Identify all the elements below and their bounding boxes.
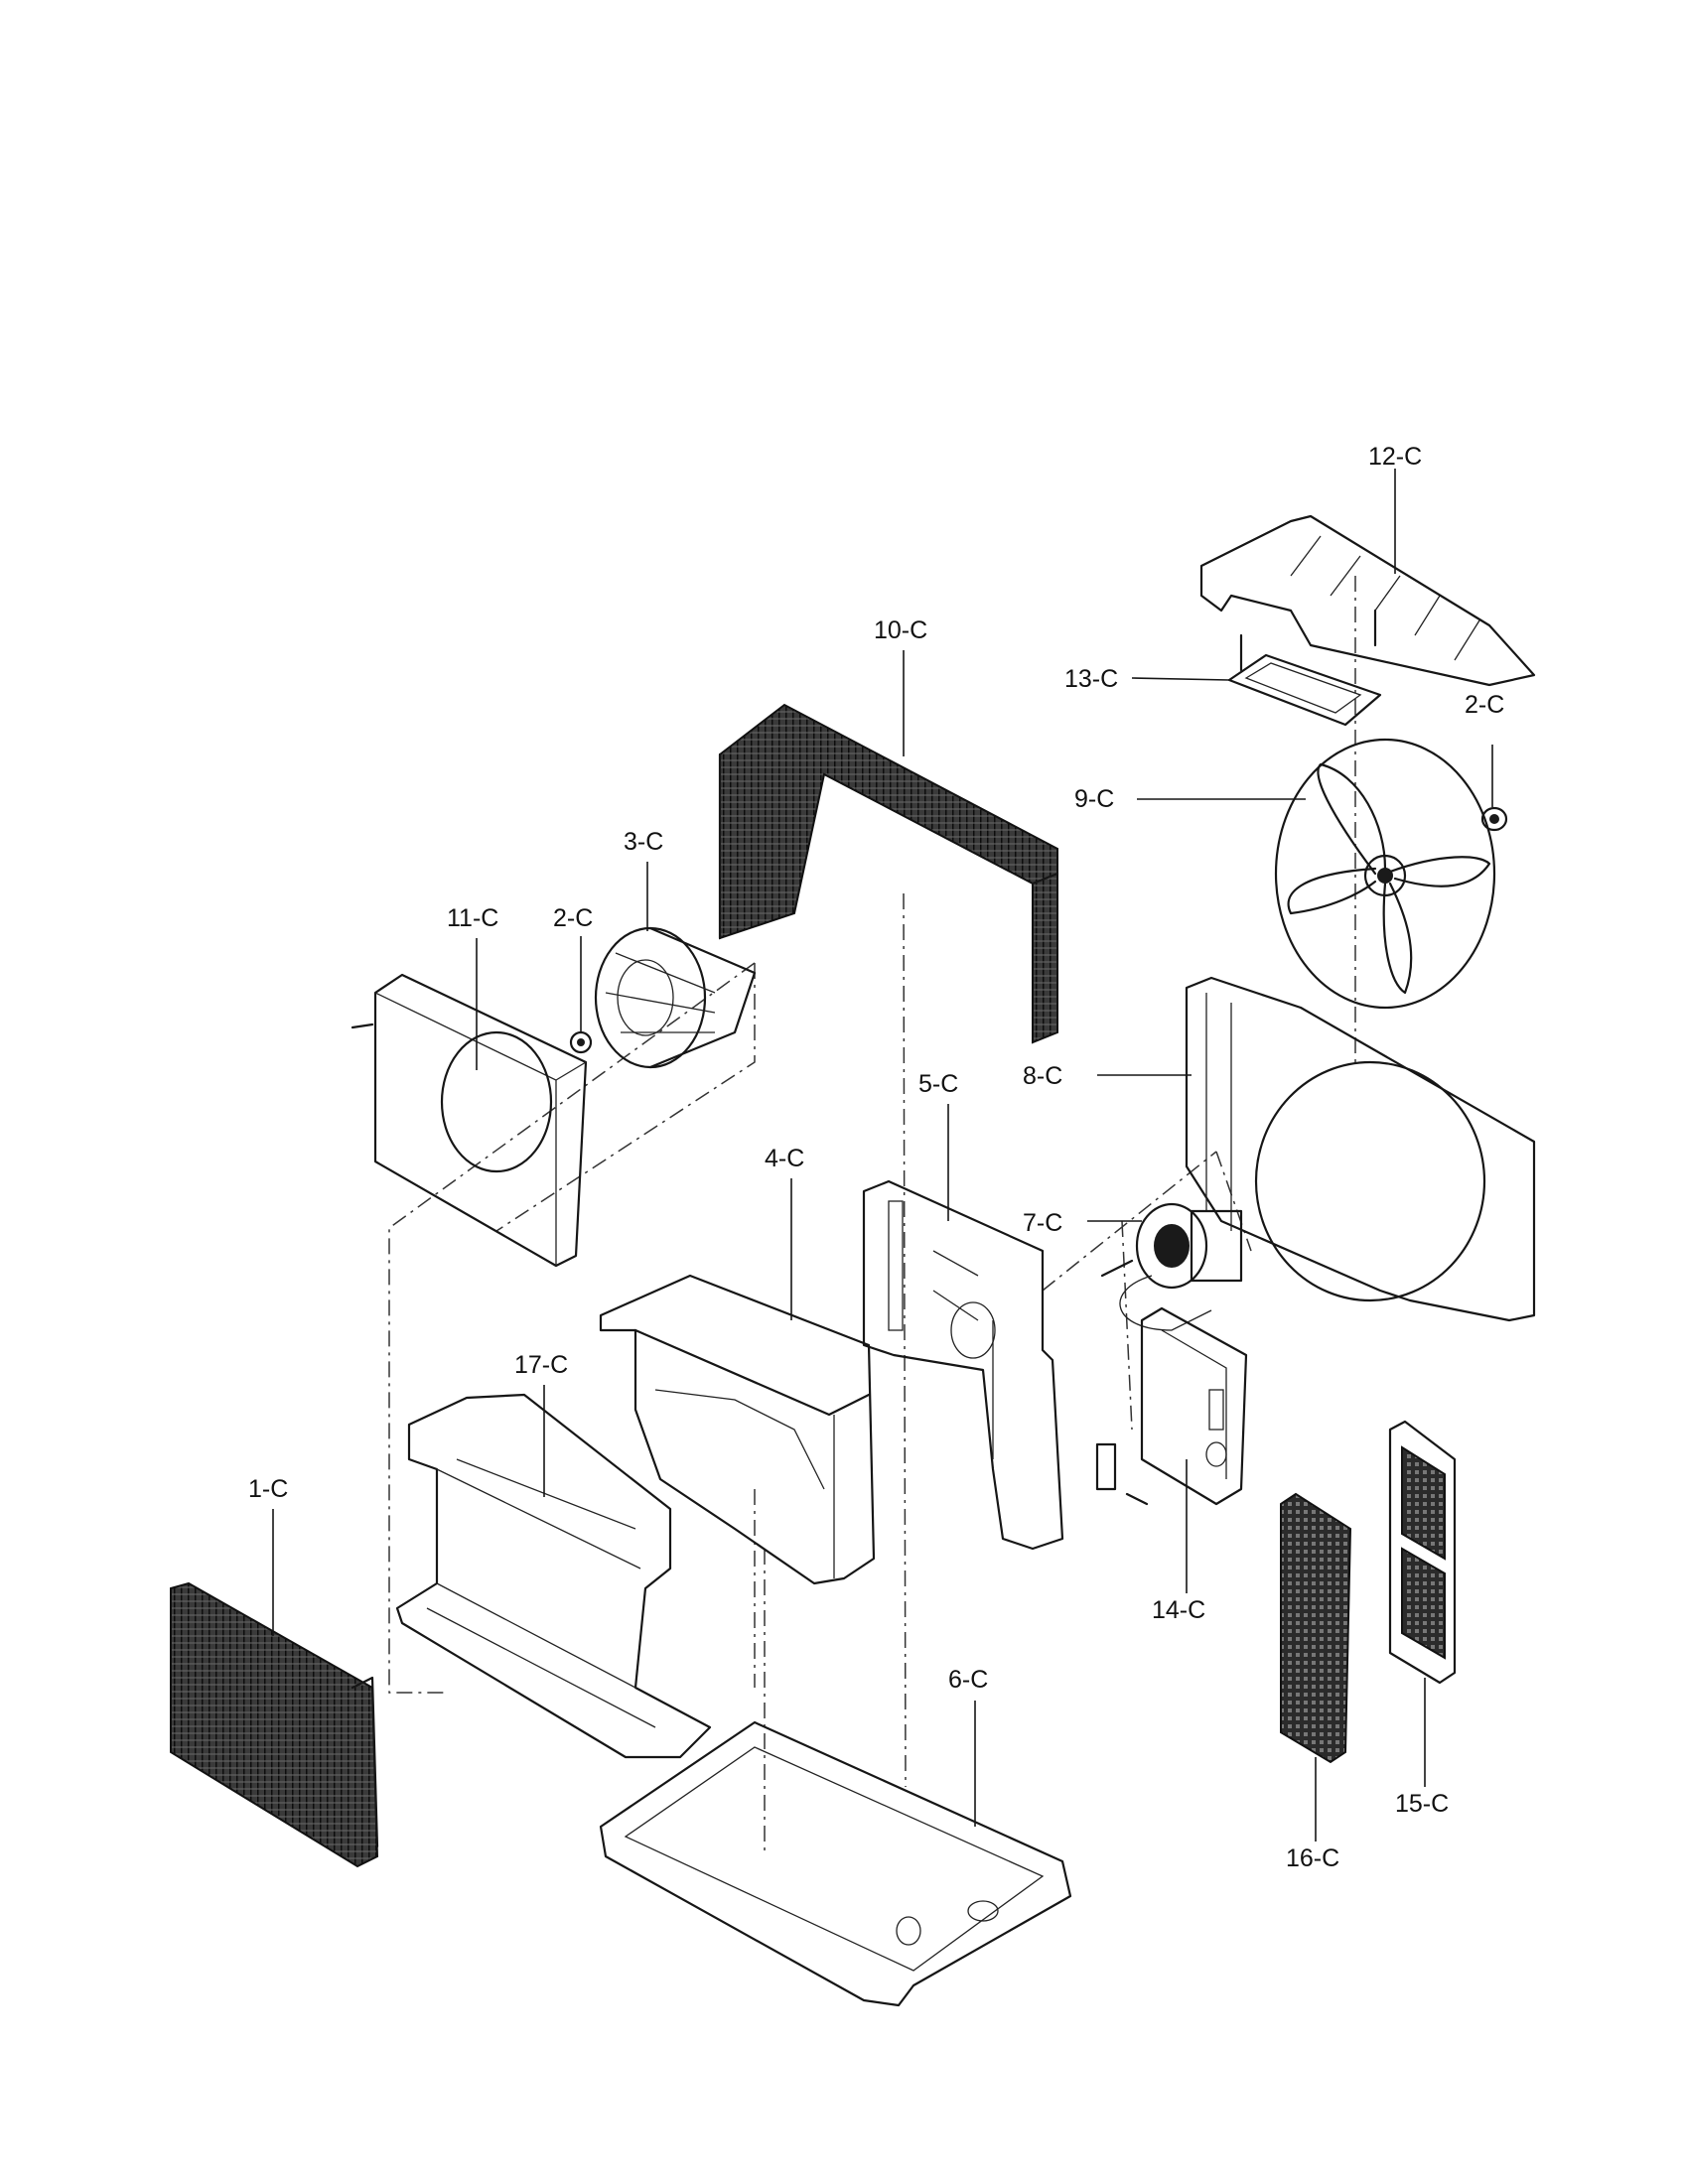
part-3-c-blower-wheel: [594, 862, 757, 1069]
label-6-c: 6-C: [948, 1666, 988, 1694]
label-4-c: 4-C: [765, 1145, 804, 1172]
part-10-c-coil: [718, 650, 1059, 1044]
part-12-c-top-cover: [1199, 469, 1536, 687]
part-17-c-frame: [395, 1385, 712, 1759]
label-13-c: 13-C: [1064, 665, 1118, 693]
label-14-c: 14-C: [1152, 1596, 1205, 1624]
label-16-c: 16-C: [1286, 1844, 1339, 1872]
part-2-c-clip-right: [1480, 745, 1508, 832]
part-2-c-clip-left: [569, 936, 593, 1054]
part-14-c-electrical-box: [1140, 1306, 1248, 1593]
part-labels: 12-C 10-C 13-C 2-C 9-C 3-C 11-C 2-C 8-C …: [248, 443, 1504, 1872]
label-12-c: 12-C: [1368, 443, 1422, 471]
label-8-c: 8-C: [1023, 1062, 1062, 1090]
label-15-c: 15-C: [1395, 1790, 1449, 1818]
label-5-c: 5-C: [918, 1070, 958, 1098]
part-13-c-bracket: [1131, 609, 1382, 727]
part-9-c-axial-fan: [1137, 738, 1496, 1010]
label-1-c: 1-C: [248, 1475, 288, 1503]
part-4-c-duct: [599, 1178, 876, 1585]
label-17-c: 17-C: [514, 1351, 568, 1379]
label-7-c: 7-C: [1023, 1209, 1062, 1237]
part-11-c-fan-housing: [351, 938, 588, 1268]
part-6-c-base-pan: [599, 1701, 1072, 2007]
part-1-c-condenser-coil: [170, 1509, 379, 1868]
label-2-c-left: 2-C: [553, 904, 593, 932]
label-10-c: 10-C: [874, 616, 927, 644]
part-16-c-filter: [1280, 1492, 1352, 1842]
part-15-c-grille: [1388, 1420, 1457, 1787]
part-5-c-control-bracket: [862, 1104, 1149, 1551]
alignment-lines: [388, 576, 1356, 1856]
part-7-c-motor: [1087, 1202, 1243, 1331]
label-3-c: 3-C: [624, 828, 663, 856]
part-8-c-shroud: [1097, 976, 1536, 1322]
label-9-c: 9-C: [1074, 785, 1114, 813]
label-11-c: 11-C: [447, 904, 498, 932]
label-2-c-right: 2-C: [1465, 691, 1504, 719]
